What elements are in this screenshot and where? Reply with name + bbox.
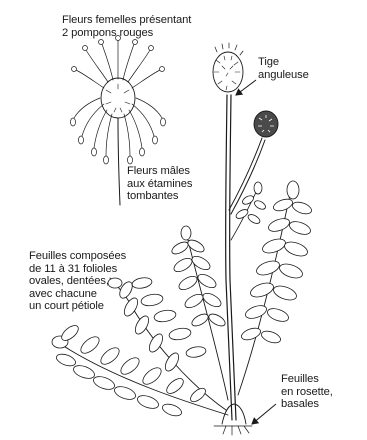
female-flower-head-top (213, 43, 243, 92)
label-female-flowers: Fleurs femelles présentant 2 pompons rou… (62, 14, 191, 39)
basal-rosette (214, 404, 252, 435)
label-stem: Tige anguleuse (258, 56, 309, 81)
compound-leaf-lower-left (52, 323, 228, 418)
label-basal-leaves: Feuilles en rosette, basales (281, 373, 333, 411)
stem-leaf (231, 182, 267, 240)
compound-leaf-middle (170, 226, 228, 400)
compound-leaf-right (238, 181, 313, 395)
label-male-flowers: Fleurs mâles aux étamines tombantes (127, 165, 192, 203)
label-compound-leaves: Feuilles composées de 11 à 31 folioles o… (29, 250, 126, 313)
female-flower-head-second (254, 111, 278, 137)
arrow-basal (252, 404, 276, 424)
